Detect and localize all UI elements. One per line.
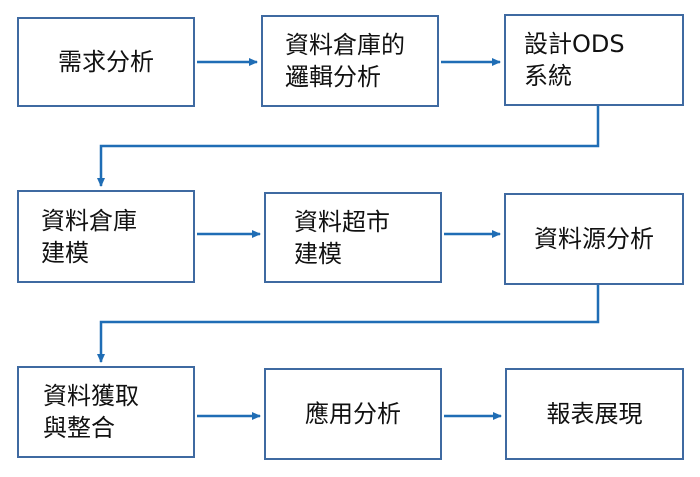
step-label: 系統 — [524, 62, 572, 90]
step-label: 資料倉庫的 — [285, 31, 405, 59]
step-requirements-analysis: 需求分析 — [17, 17, 195, 107]
step-data-mart-modeling: 資料超市 建模 — [264, 192, 442, 283]
step-label: 資料獲取 — [43, 382, 139, 410]
step-label: 報表展現 — [546, 400, 643, 428]
flow-arrow — [97, 106, 600, 187]
step-label: 設計ODS — [524, 30, 625, 58]
step-data-warehouse-logical-analysis: 資料倉庫的 邏輯分析 — [261, 15, 439, 107]
step-data-warehouse-modeling: 資料倉庫 建模 — [17, 190, 195, 283]
step-label: 資料超市 — [294, 207, 390, 236]
step-data-source-analysis: 資料源分析 — [504, 193, 684, 285]
step-label: 資料倉庫 — [41, 206, 137, 235]
step-label: 建模 — [294, 239, 342, 268]
step-label: 應用分析 — [305, 400, 401, 428]
step-label: 與整合 — [43, 414, 115, 442]
step-label: 資料源分析 — [534, 225, 654, 253]
step-label: 建模 — [41, 238, 89, 267]
flow-arrow — [97, 285, 600, 363]
step-design-ods-system: 設計ODS 系統 — [504, 14, 684, 106]
step-report-presentation: 報表展現 — [505, 368, 684, 460]
step-label: 需求分析 — [58, 48, 154, 76]
step-application-analysis: 應用分析 — [264, 368, 442, 460]
step-label: 邏輯分析 — [285, 63, 381, 91]
step-data-acquisition-integration: 資料獲取 與整合 — [17, 366, 195, 458]
